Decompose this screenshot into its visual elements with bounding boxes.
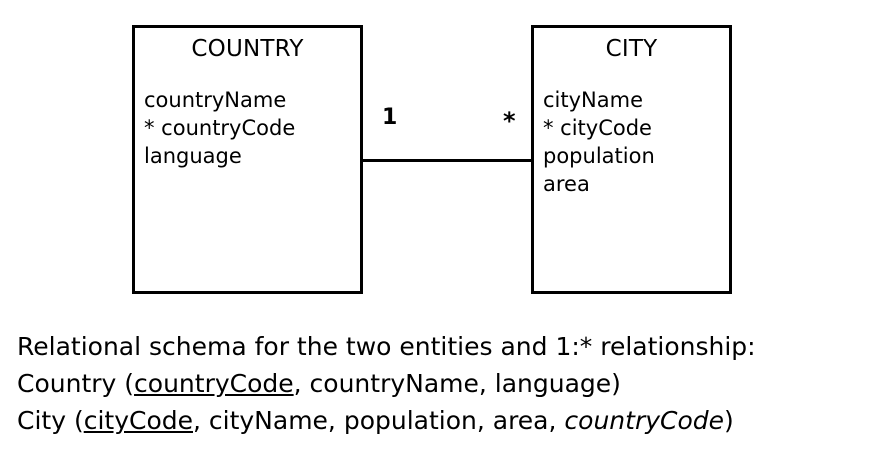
caption-intro-line: Relational schema for the two entities a… [17, 332, 756, 361]
attribute-row: * countryCode [144, 116, 296, 141]
country-relation-rest: , countryName, language) [293, 369, 621, 398]
caption-country-relation: Country (countryCode, countryName, langu… [17, 365, 867, 402]
city-relation-name: City ( [17, 406, 84, 435]
entity-box-city: CITY cityName * cityCode population area [531, 25, 732, 294]
cardinality-marker-many: * [503, 107, 516, 135]
attribute-row: language [144, 144, 242, 169]
attribute-row: area [543, 172, 590, 197]
city-relation-middle: , cityName, population, area, [193, 406, 565, 435]
entity-title-city: CITY [605, 36, 658, 62]
attribute-row: population [543, 144, 655, 169]
entity-title-country: COUNTRY [191, 36, 304, 62]
entity-attributes-city: cityName * cityCode population area [534, 86, 729, 198]
cardinality-marker-one: 1 [382, 105, 398, 130]
er-diagram: COUNTRY countryName * countryCode langua… [132, 25, 732, 294]
entity-attributes-country: countryName * countryCode language [135, 86, 360, 170]
relational-schema-caption: Relational schema for the two entities a… [17, 328, 867, 439]
attribute-row: countryName [144, 88, 287, 113]
caption-city-relation: City (cityCode, cityName, population, ar… [17, 402, 867, 439]
city-relation-close: ) [724, 406, 734, 435]
attribute-row: * cityCode [543, 116, 652, 141]
relationship-connector-line [363, 159, 531, 162]
country-relation-name: Country ( [17, 369, 135, 398]
city-foreign-key: countryCode [564, 406, 725, 435]
entity-box-country: COUNTRY countryName * countryCode langua… [132, 25, 363, 294]
attribute-row: cityName [543, 88, 643, 113]
city-primary-key: cityCode [83, 406, 193, 435]
country-primary-key: countryCode [134, 369, 294, 398]
